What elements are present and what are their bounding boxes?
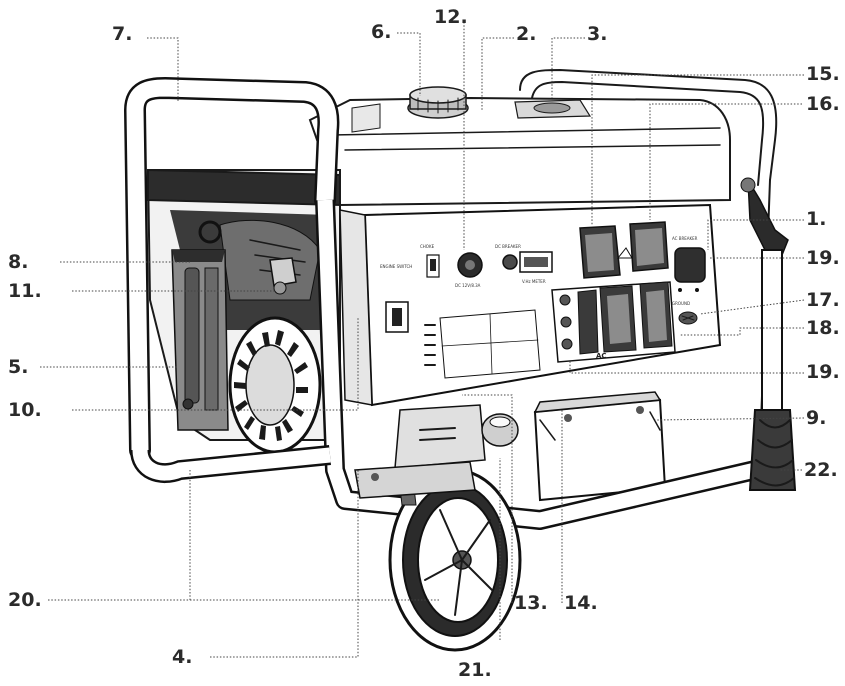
battery bbox=[533, 391, 667, 502]
frame-foot bbox=[354, 461, 476, 499]
callout-6: 6. bbox=[371, 21, 391, 43]
hour-meter-label: V.Hz METER bbox=[522, 279, 546, 284]
ac-label: AC bbox=[596, 352, 607, 360]
ac-outlet-top-left bbox=[579, 225, 621, 279]
ac-outlet-top-right bbox=[629, 221, 669, 272]
ground-label: GROUND bbox=[672, 301, 690, 306]
callout-20: 20. bbox=[8, 589, 42, 611]
leader-lines bbox=[40, 22, 805, 658]
fuel-cap bbox=[407, 86, 469, 119]
dc-breaker-label: DC BREAKER bbox=[495, 244, 521, 249]
callout-19b: 19. bbox=[806, 361, 840, 383]
fuel-valve bbox=[269, 257, 297, 295]
recoil-starter bbox=[228, 316, 322, 454]
choke-label: CHOKE bbox=[420, 244, 435, 249]
callout-11: 11. bbox=[8, 280, 42, 302]
callout-14: 14. bbox=[564, 592, 598, 614]
callout-9: 9. bbox=[806, 407, 826, 429]
callout-10: 10. bbox=[8, 399, 42, 421]
front-frame bbox=[124, 77, 758, 530]
pull-handle bbox=[740, 177, 797, 491]
dc-socket-label: DC 12V/8.3A bbox=[455, 283, 481, 288]
fuel-tank bbox=[308, 96, 731, 207]
callout-1: 1. bbox=[806, 208, 826, 230]
callout-22: 22. bbox=[804, 459, 838, 481]
handle-grip bbox=[748, 409, 797, 491]
dc-breaker bbox=[502, 254, 518, 270]
ac-outlet-bank: AC bbox=[551, 281, 676, 363]
control-panel: ENGINE SWITCH CHOKE DC 12V/8.3A DC BREAK… bbox=[339, 203, 722, 407]
engine-switch-label: ENGINE SWITCH bbox=[380, 264, 412, 269]
air-filter-box bbox=[171, 249, 229, 431]
callout-21: 21. bbox=[458, 659, 492, 681]
wheel bbox=[388, 468, 522, 652]
callout-13: 13. bbox=[514, 592, 548, 614]
callout-2: 2. bbox=[516, 23, 536, 45]
callout-19a: 19. bbox=[806, 247, 840, 269]
callout-labels: 7. 6. 12. 2. 3. 15. 16. 1. 19. 17. 18. 1… bbox=[8, 6, 840, 681]
callout-5: 5. bbox=[8, 356, 28, 378]
callout-17: 17. bbox=[806, 289, 840, 311]
lower-housing bbox=[394, 404, 519, 469]
callout-8: 8. bbox=[8, 251, 28, 273]
callout-7: 7. bbox=[112, 23, 132, 45]
ac-breaker-label: AC BREAKER bbox=[672, 236, 698, 241]
callout-15: 15. bbox=[806, 63, 840, 85]
ground-terminal: GROUND bbox=[672, 301, 698, 325]
callout-3: 3. bbox=[587, 23, 607, 45]
ac-breaker: AC BREAKER bbox=[672, 236, 706, 292]
callout-18: 18. bbox=[806, 317, 840, 339]
callout-4: 4. bbox=[172, 646, 192, 668]
callout-16: 16. bbox=[806, 93, 840, 115]
callout-12: 12. bbox=[434, 6, 468, 28]
